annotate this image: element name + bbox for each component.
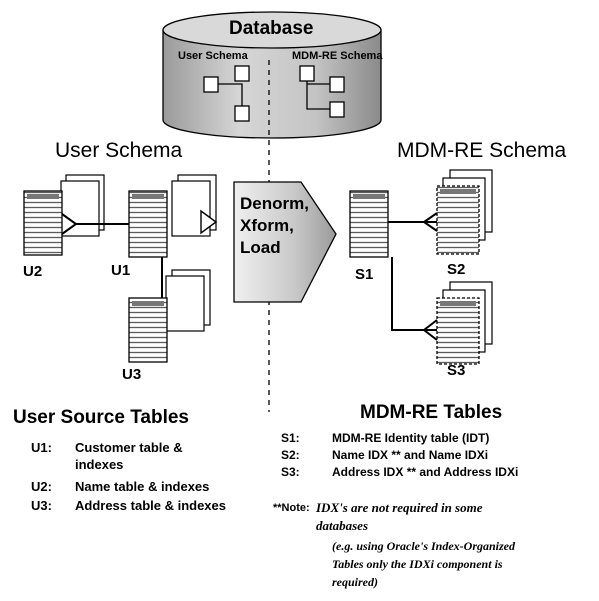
u3-desc: Address table & indexes	[75, 498, 226, 513]
process-line-2: Xform,	[240, 216, 294, 235]
note-lead: **Note:	[273, 502, 310, 514]
s1-label: S1	[355, 266, 374, 283]
note-line-5: required)	[332, 575, 378, 589]
mini-user-schema-icon	[203, 65, 250, 122]
u1-code: U1:	[31, 440, 52, 455]
process-line-3: Load	[240, 238, 281, 257]
u1-label: U1	[111, 262, 131, 279]
u2-code: U2:	[31, 479, 52, 494]
note-line-3: (e.g. using Oracle's Index-Organized	[332, 539, 516, 553]
process-arrow	[233, 181, 337, 303]
u2-desc: Name table & indexes	[75, 479, 210, 494]
u3-label: U3	[122, 366, 142, 383]
s2-code: S2:	[281, 448, 300, 462]
s1-desc: MDM-RE Identity table (IDT)	[332, 431, 490, 445]
u1-desc-2: indexes	[75, 457, 124, 472]
u2-label: U2	[23, 263, 43, 280]
db-user-schema-label: User Schema	[178, 50, 248, 62]
user-source-title: User Source Tables	[13, 407, 190, 428]
table-s1-icon	[349, 190, 389, 258]
mdm-tables-title: MDM-RE Tables	[360, 402, 503, 423]
s3-code: S3:	[281, 465, 300, 479]
s2-desc: Name IDX ** and Name IDXi	[332, 448, 489, 462]
s2-label: S2	[447, 261, 466, 278]
note-line-1: IDX's are not required in some	[316, 500, 483, 515]
right-relations	[388, 212, 438, 341]
left-relations	[61, 209, 218, 298]
s3-desc: Address IDX ** and Address IDXi	[332, 465, 519, 479]
u3-code: U3:	[31, 498, 52, 513]
s3-label: S3	[447, 362, 466, 379]
mini-mdm-schema-icon	[299, 65, 345, 118]
database-title: Database	[229, 18, 314, 39]
database-cylinder	[162, 11, 382, 139]
note-line-2: databases	[316, 518, 368, 533]
table-s3-icon	[436, 281, 493, 365]
u1-desc: Customer table &	[75, 440, 183, 455]
left-schema-heading: User Schema	[55, 139, 183, 162]
right-schema-heading: MDM-RE Schema	[397, 139, 567, 162]
note-line-4: Tables only the IDXi component is	[332, 557, 503, 571]
process-line-1: Denorm,	[240, 194, 309, 213]
table-s2-icon	[436, 169, 493, 255]
s1-code: S1:	[281, 431, 300, 445]
db-mdm-schema-label: MDM-RE Schema	[292, 50, 383, 62]
table-u3-icon	[128, 269, 211, 363]
